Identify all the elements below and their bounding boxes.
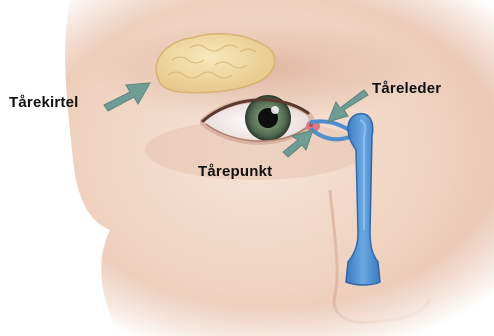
label-lacrimal-duct: Tåreleder [372,80,441,97]
label-lacrimal-gland: Tårekirtel [9,94,79,111]
label-lacrimal-punctum: Tårepunkt [198,163,272,180]
